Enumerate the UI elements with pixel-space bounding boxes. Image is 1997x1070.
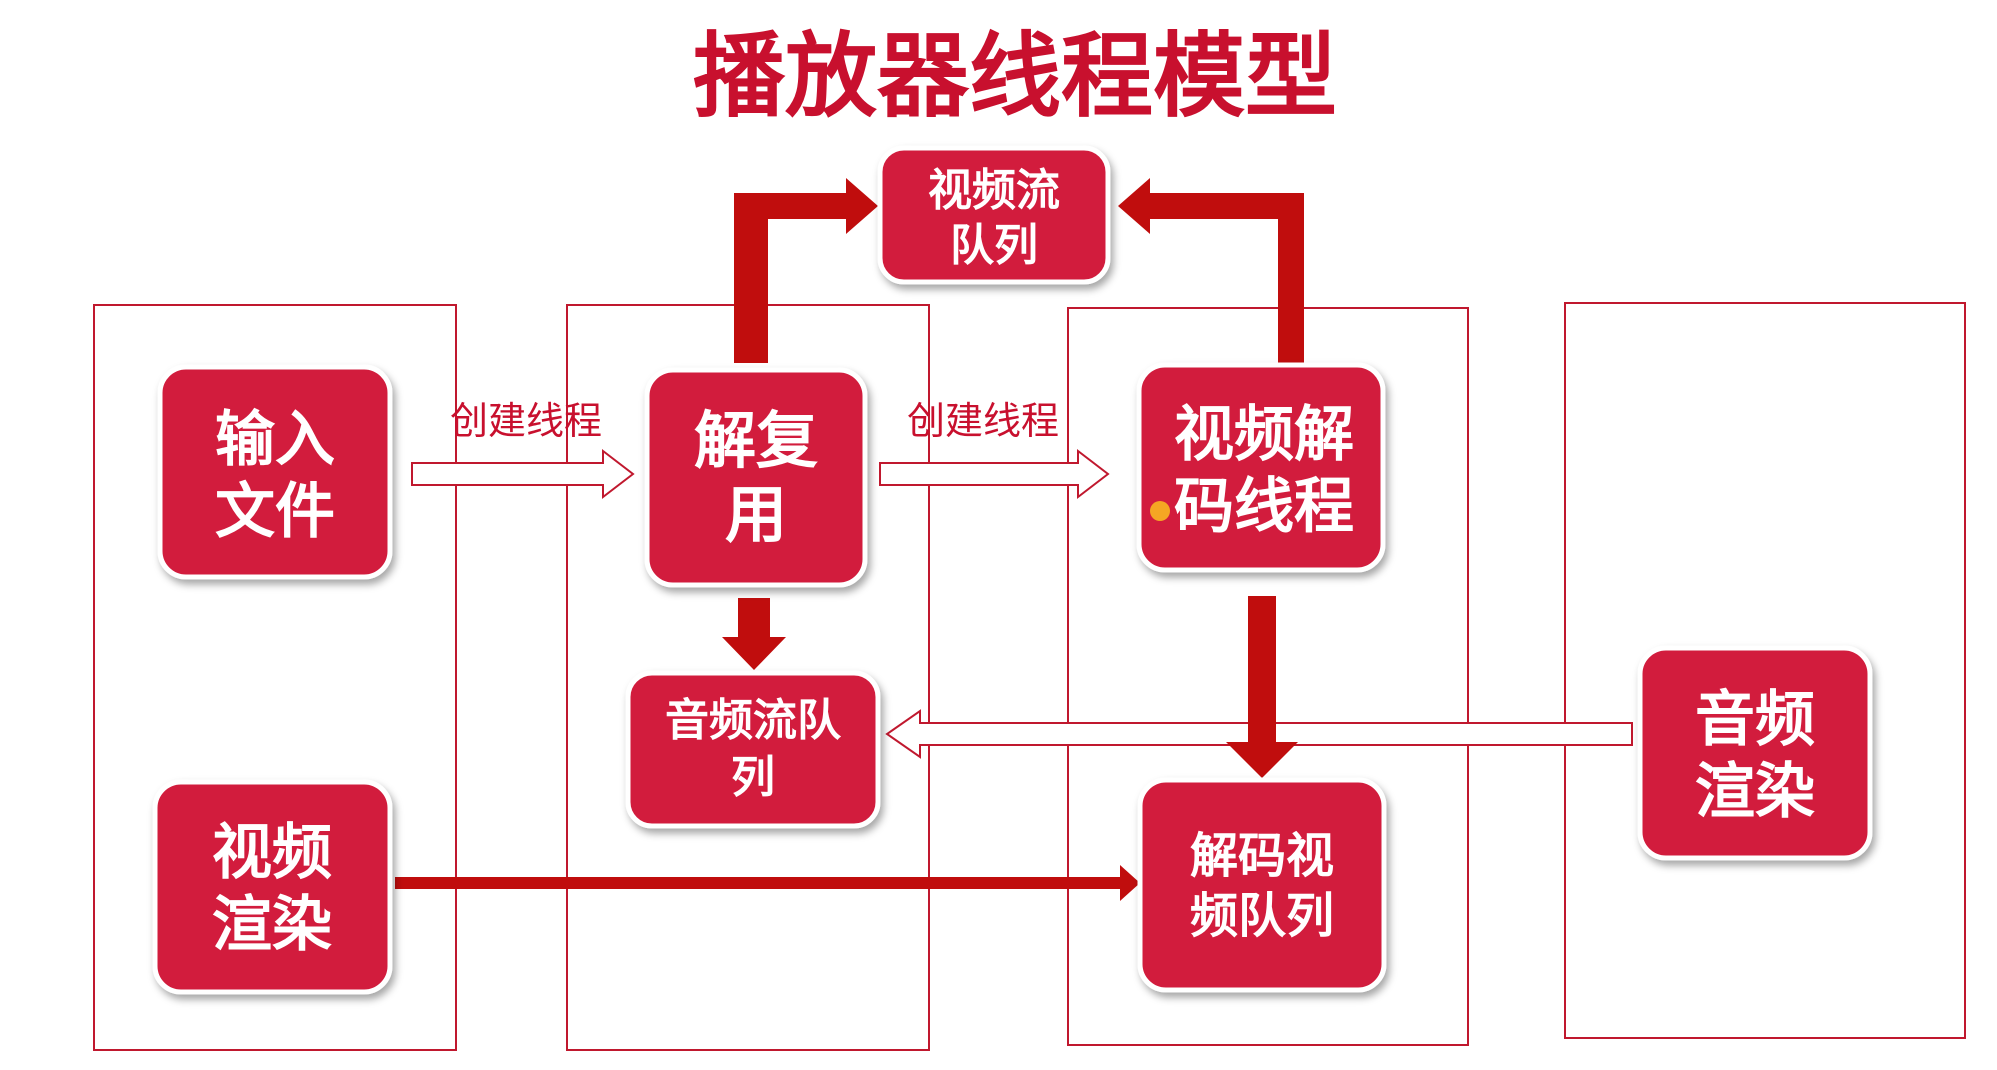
node-input-file-line1: 输入 [215, 405, 335, 475]
node-video-render [152, 779, 393, 995]
node-video-stream-queue [877, 145, 1111, 285]
node-demux-line2: 用 [725, 478, 787, 551]
node-audio-stream-queue-line2: 列 [731, 752, 775, 803]
frame-main-thread [93, 304, 457, 1051]
cursor-dot [1150, 501, 1170, 521]
node-decoded-video-queue [1137, 777, 1387, 993]
frame-audio-render-thread [1564, 302, 1966, 1039]
node-video-stream-queue-line1: 视频流 [928, 165, 1060, 216]
node-decoded-video-queue-line2: 频队列 [1190, 888, 1334, 944]
node-video-decode-thread-line1: 视频解 [1174, 400, 1354, 470]
node-video-decode-thread [1136, 362, 1386, 573]
node-audio-render-line2: 渲染 [1695, 757, 1815, 827]
node-audio-render [1637, 645, 1873, 861]
node-video-stream-queue-line2: 队列 [950, 220, 1038, 271]
node-audio-stream-queue-line1: 音频流队 [665, 695, 842, 746]
diagram-title: 播放器线程模型 [693, 23, 1337, 130]
node-video-decode-thread-line2: 码线程 [1174, 472, 1354, 542]
node-input-file [157, 364, 393, 580]
arrow-create-thread-1 [411, 448, 635, 500]
edge-label-create-thread-1: 创建线程 [450, 399, 602, 443]
edge-label-create-thread-2: 创建线程 [907, 399, 1059, 443]
node-video-render-line2: 渲染 [212, 890, 332, 960]
node-input-file-line2: 文件 [215, 477, 335, 547]
arrow-demux-to-video-queue [734, 178, 878, 363]
node-decoded-video-queue-line1: 解码视 [1190, 828, 1334, 884]
node-video-render-line1: 视频 [212, 818, 332, 888]
arrow-video-decode-to-video-queue [1118, 178, 1304, 363]
arrow-create-thread-2 [879, 448, 1110, 500]
frame-video-decode-thread [1067, 307, 1469, 1046]
node-demux [644, 367, 868, 588]
node-audio-render-line1: 音频 [1695, 685, 1815, 755]
node-demux-line1: 解复 [694, 404, 818, 477]
arrow-video-render-to-decoded-queue [395, 865, 1140, 901]
arrow-video-decode-to-decoded-queue [1226, 596, 1298, 778]
node-audio-stream-queue [625, 670, 881, 829]
arrow-demux-to-audio-queue [722, 598, 786, 670]
